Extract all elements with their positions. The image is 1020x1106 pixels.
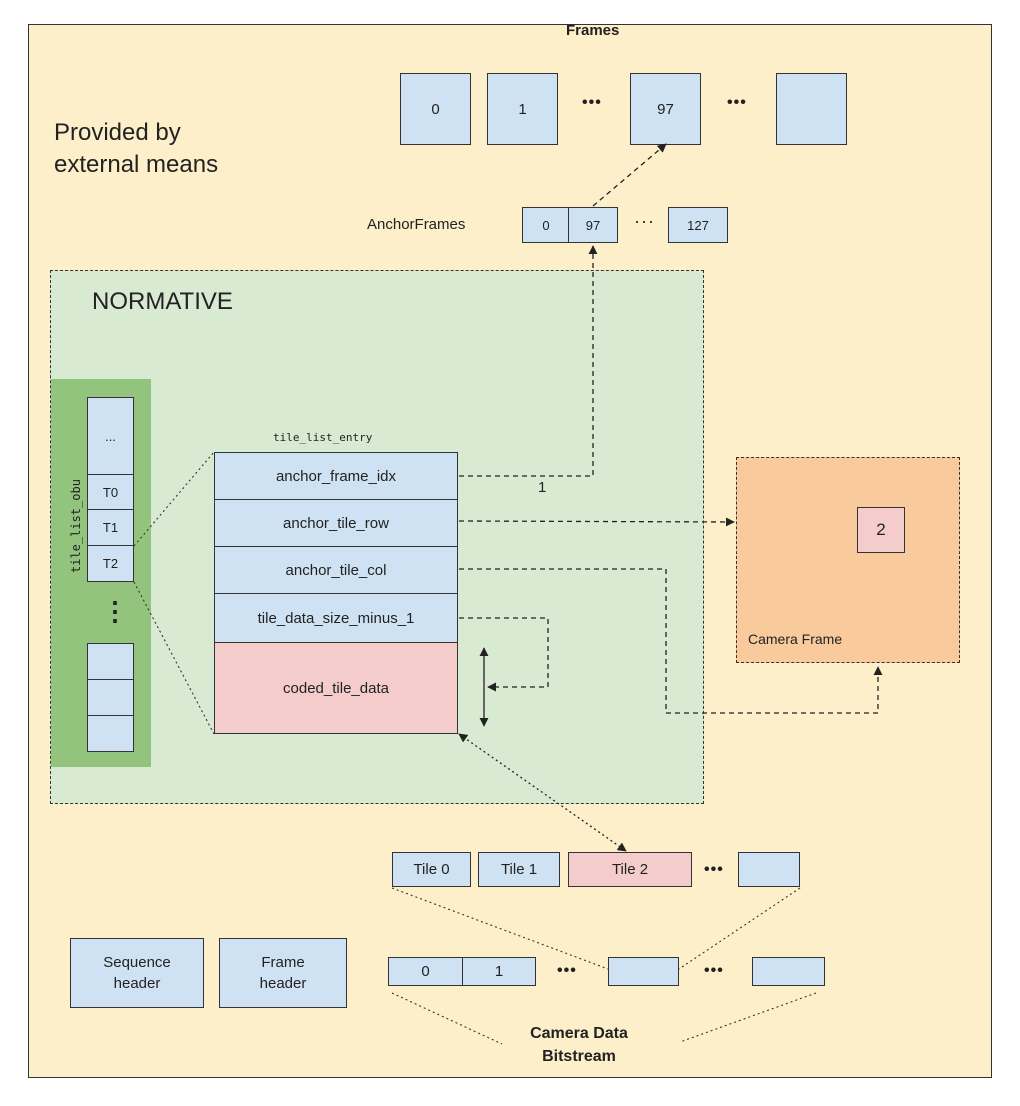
- frame-header-line-2: header: [259, 975, 307, 992]
- bitstream-cell-0: 0: [388, 957, 463, 986]
- bitstream-label: Camera Data Bitstream: [506, 1022, 652, 1068]
- provided-line-1: Provided by: [54, 119, 181, 146]
- sequence-header-line-1: Sequence: [103, 954, 171, 971]
- tiles-ellipsis: •••: [704, 861, 724, 878]
- camera-frame-tile: 2: [857, 507, 905, 553]
- obu-item-blank-1: [87, 643, 134, 680]
- field-anchor-tile-row: anchor_tile_row: [214, 499, 458, 547]
- anchor-frames-ellipsis: ···: [634, 211, 655, 231]
- field-anchor-frame-idx: anchor_frame_idx: [214, 452, 458, 500]
- normative-label: NORMATIVE: [92, 288, 233, 315]
- bitstream-ellipsis-1: •••: [557, 962, 577, 979]
- bitstream-cell-2: [608, 957, 679, 986]
- obu-item-t1: T1: [87, 509, 134, 546]
- bitstream-cell-1: 1: [462, 957, 536, 986]
- obu-item-t0: T0: [87, 474, 134, 510]
- obu-vertical-ellipsis: ⋮: [102, 596, 129, 626]
- anchor-frame-cell-127: 127: [668, 207, 728, 243]
- tile-0: Tile 0: [392, 852, 471, 887]
- frame-0: 0: [400, 73, 471, 145]
- frames-title: Frames: [566, 22, 620, 39]
- anchor-frame-idx-arrow-label: 1: [538, 479, 547, 496]
- camera-frame-label: Camera Frame: [748, 631, 843, 647]
- field-coded-tile-data: coded_tile_data: [214, 642, 458, 734]
- tile-list-entry-title: tile_list_entry: [273, 431, 373, 444]
- tile-last: [738, 852, 800, 887]
- bitstream-ellipsis-2: •••: [704, 962, 724, 979]
- bitstream-label-line-1: Camera Data: [530, 1025, 628, 1042]
- field-tile-data-size-minus-1: tile_data_size_minus_1: [214, 593, 458, 643]
- bitstream-cell-3: [752, 957, 825, 986]
- frame-97: 97: [630, 73, 701, 145]
- field-anchor-tile-col: anchor_tile_col: [214, 546, 458, 594]
- frame-header-line-1: Frame: [261, 954, 305, 971]
- obu-item-t2: T2: [87, 545, 134, 582]
- frame-header: Frame header: [219, 938, 347, 1008]
- frame-last: [776, 73, 847, 145]
- tile-list-obu-label: tile_list_obu: [69, 479, 83, 573]
- anchor-frame-cell-0: 0: [522, 207, 570, 243]
- obu-item-blank-2: [87, 679, 134, 716]
- bitstream-label-line-2: Bitstream: [542, 1048, 616, 1065]
- anchor-frames-label: AnchorFrames: [367, 216, 466, 233]
- frames-ellipsis-1: •••: [582, 94, 602, 111]
- frames-ellipsis-2: •••: [727, 94, 747, 111]
- anchor-frame-cell-97: 97: [568, 207, 618, 243]
- obu-item-blank-3: [87, 715, 134, 752]
- tile-2: Tile 2: [568, 852, 692, 887]
- provided-line-2: external means: [54, 151, 219, 178]
- sequence-header-line-2: header: [113, 975, 161, 992]
- provided-label: Provided by external means: [54, 117, 218, 181]
- obu-item-ellipsis: ...: [87, 397, 134, 475]
- frame-1: 1: [487, 73, 558, 145]
- sequence-header: Sequence header: [70, 938, 204, 1008]
- tile-1: Tile 1: [478, 852, 560, 887]
